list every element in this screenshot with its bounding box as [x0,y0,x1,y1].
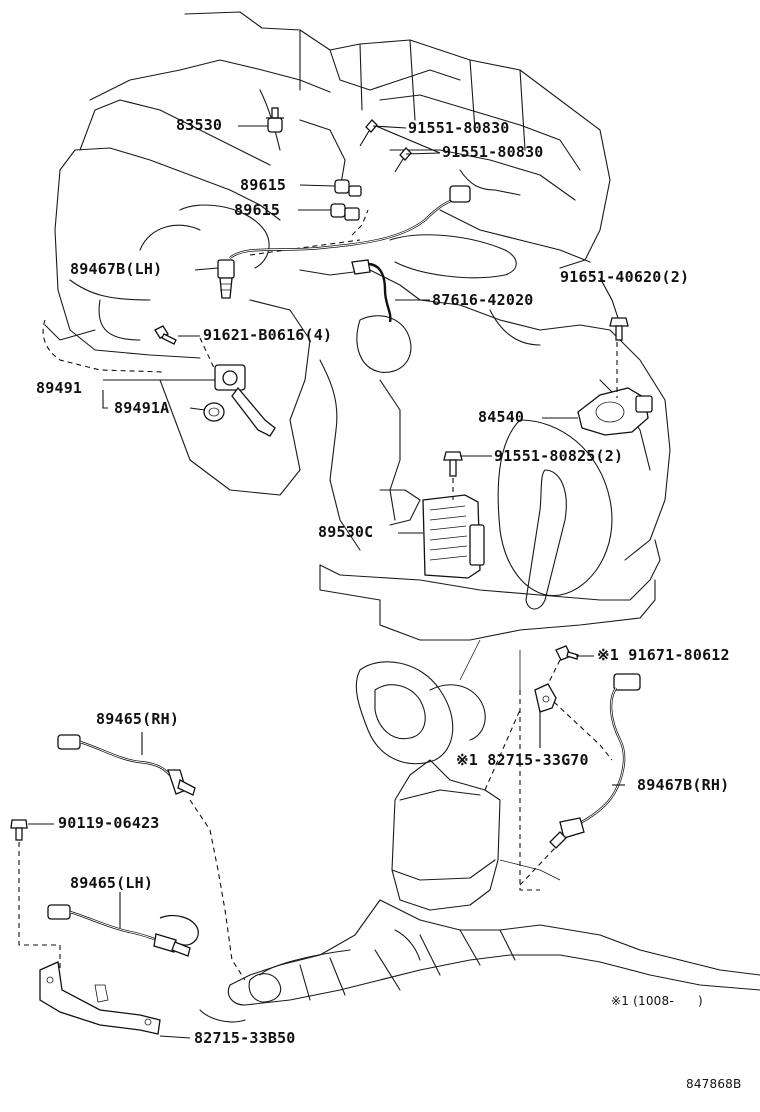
label-89615-a: 89615 [240,176,287,194]
label-83530: 83530 [176,116,223,134]
exhaust-outline [199,639,760,1023]
part-89491 [214,364,276,437]
label-91551-80830-a: 91551-80830 [408,119,510,137]
part-bolt-91671 [555,645,579,661]
part-83530 [266,107,284,133]
label-91551-80830-b: 91551-80830 [442,143,544,161]
diagram-id-label: 847868B [686,1077,742,1091]
label-91621-b0616: 91621-B0616(4) [203,326,333,344]
label-82715-33g70: ※1 82715-33G70 [456,751,589,769]
part-82715-33g70 [534,683,557,713]
label-89491a: 89491A [114,399,170,417]
part-bolt-91551-80825 [443,451,463,477]
part-89465-rh [57,734,196,796]
part-89530c [422,494,485,579]
label-89530c: 89530C [318,523,374,541]
label-91551-80825: 91551-80825(2) [494,447,624,465]
label-89467b-lh: 89467B(LH) [70,260,163,278]
part-89465-lh [47,904,199,957]
label-84540: 84540 [478,408,525,426]
label-91651-40620: 91651-40620(2) [560,268,690,286]
label-89465-lh: 89465(LH) [70,874,154,892]
part-84540 [577,387,653,436]
part-bolt-91551-80830-b [394,147,412,173]
label-82715-33b50: 82715-33B50 [194,1029,296,1047]
dashed-lines [18,337,618,981]
part-89615-b [330,203,360,221]
part-bolt-91651 [609,317,629,341]
label-87616-42020: 87616-42020 [432,291,534,309]
part-bolt-91551-80830-a [359,119,378,147]
part-89467b-rh [549,673,641,849]
part-89491a [203,402,225,422]
leader-lines [28,125,625,1039]
label-91671-80612: ※1 91671-80612 [597,646,730,664]
label-89465-rh: 89465(RH) [96,710,180,728]
part-bolt-90119 [10,819,28,841]
label-90119-06423: 90119-06423 [58,814,160,832]
engine-outline [42,11,671,641]
part-89615-a [334,179,362,197]
part-89467b-lh [217,185,471,299]
part-bolt-91621 [154,325,177,345]
label-89615-b: 89615 [234,201,281,219]
label-89491: 89491 [36,379,83,397]
part-82715-33b50 [39,961,161,1035]
part-87616 [351,259,392,323]
footnote-label: ※1 (1008- ) [611,994,703,1008]
label-89467b-rh: 89467B(RH) [637,776,730,794]
